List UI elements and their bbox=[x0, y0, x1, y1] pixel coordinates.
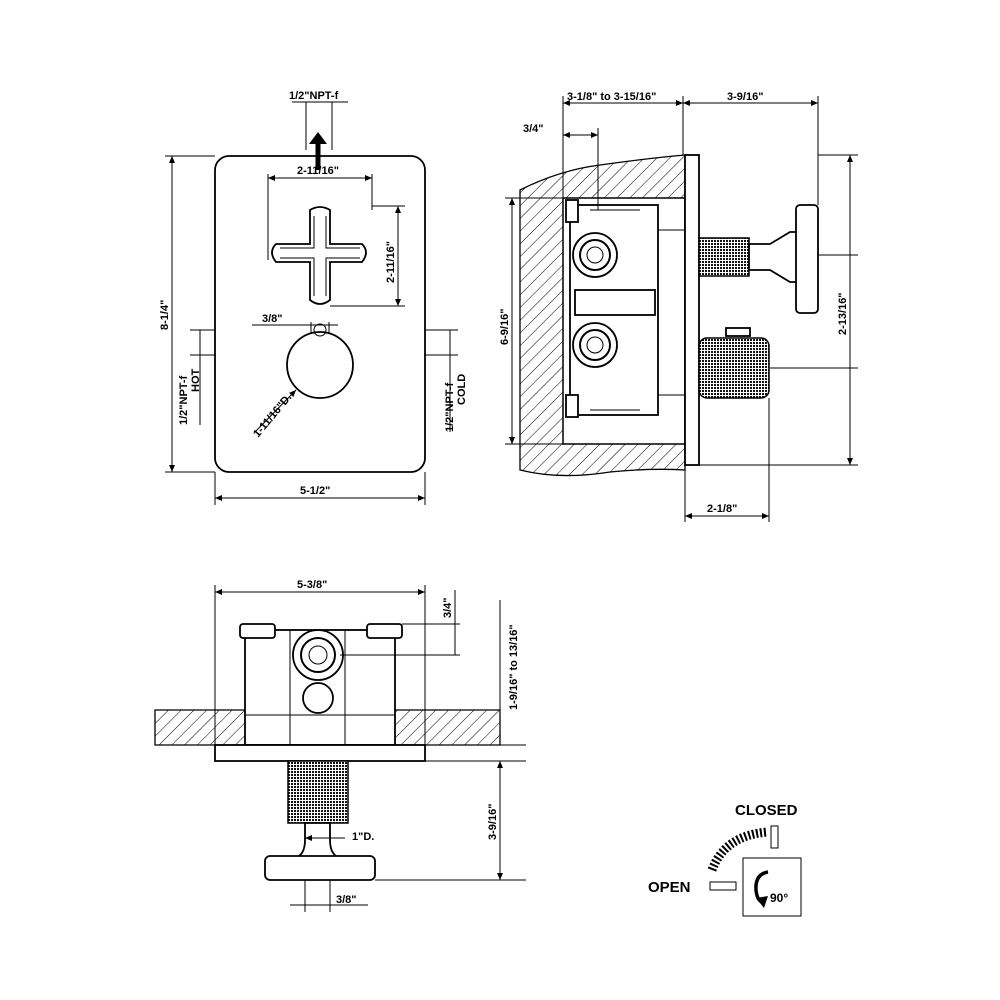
cross-handle-side bbox=[795, 204, 819, 314]
diverter-knob bbox=[286, 331, 354, 399]
body-height-dim: 6-9/16" bbox=[499, 309, 511, 345]
rotation-box bbox=[742, 857, 802, 917]
body-width-dim: 5-3/8" bbox=[297, 579, 327, 591]
plate-width-dim: 5-1/2" bbox=[300, 485, 330, 497]
top-projection-dim: 3-9/16" bbox=[487, 804, 499, 840]
knurled-knob bbox=[698, 337, 770, 399]
rotation-diagram: CLOSED OPEN 90° bbox=[648, 802, 802, 917]
angle-label: 90° bbox=[770, 891, 788, 905]
top-depth-range-dim: 1-9/16" to 13/16" bbox=[508, 624, 520, 710]
side-view: 3-1/8" to 3-15/16" 3-9/16" 3/4" 6-9/16" … bbox=[499, 91, 858, 522]
outlet-arrow-icon bbox=[309, 132, 327, 144]
top-view: 5-3/8" 3/4" 1-9/16" to 13/16" 3-9/16" 1"… bbox=[154, 579, 526, 912]
cross-handle-top bbox=[264, 855, 376, 881]
handle-spacing-dim: 2-13/16" bbox=[837, 292, 849, 335]
hot-label: HOT bbox=[190, 369, 202, 393]
rotation-arc bbox=[707, 827, 769, 872]
plate-edge bbox=[684, 154, 700, 466]
open-label: OPEN bbox=[648, 879, 691, 896]
inset-dim: 3/4" bbox=[523, 123, 544, 135]
top-inset-dim: 3/4" bbox=[442, 597, 454, 618]
cold-inlet-dim: 1/2"NPT-f bbox=[444, 382, 456, 432]
handle-offset-dim: 3/8" bbox=[336, 894, 357, 906]
handle-width-dim: 2-11/16" bbox=[297, 165, 339, 177]
knob-depth-dim: 2-1/8" bbox=[707, 503, 737, 515]
plate-height-dim: 8-1/4" bbox=[159, 300, 171, 330]
handle-height-dim: 2-11/16" bbox=[385, 241, 397, 283]
stem-diameter-dim: 1"D. bbox=[352, 831, 374, 843]
projection-dim: 3-9/16" bbox=[727, 91, 763, 103]
closed-label: CLOSED bbox=[735, 802, 798, 819]
knob-offset-dim: 3/8" bbox=[262, 313, 283, 325]
cold-label: COLD bbox=[456, 374, 468, 405]
closed-indicator bbox=[770, 825, 779, 849]
cross-handle bbox=[271, 206, 367, 305]
trim-plate bbox=[214, 155, 426, 473]
plate-top bbox=[214, 744, 426, 762]
hot-inlet-dim: 1/2"NPT-f bbox=[178, 375, 190, 425]
outlet-dim: 1/2"NPT-f bbox=[289, 90, 339, 102]
knurled-sleeve bbox=[287, 760, 349, 824]
open-indicator bbox=[709, 881, 737, 891]
front-view: 1/2"NPT-f 2-11/16" 2-11/16" 8-1/4" 5-1/2… bbox=[159, 90, 468, 505]
depth-range-dim: 3-1/8" to 3-15/16" bbox=[567, 91, 656, 103]
